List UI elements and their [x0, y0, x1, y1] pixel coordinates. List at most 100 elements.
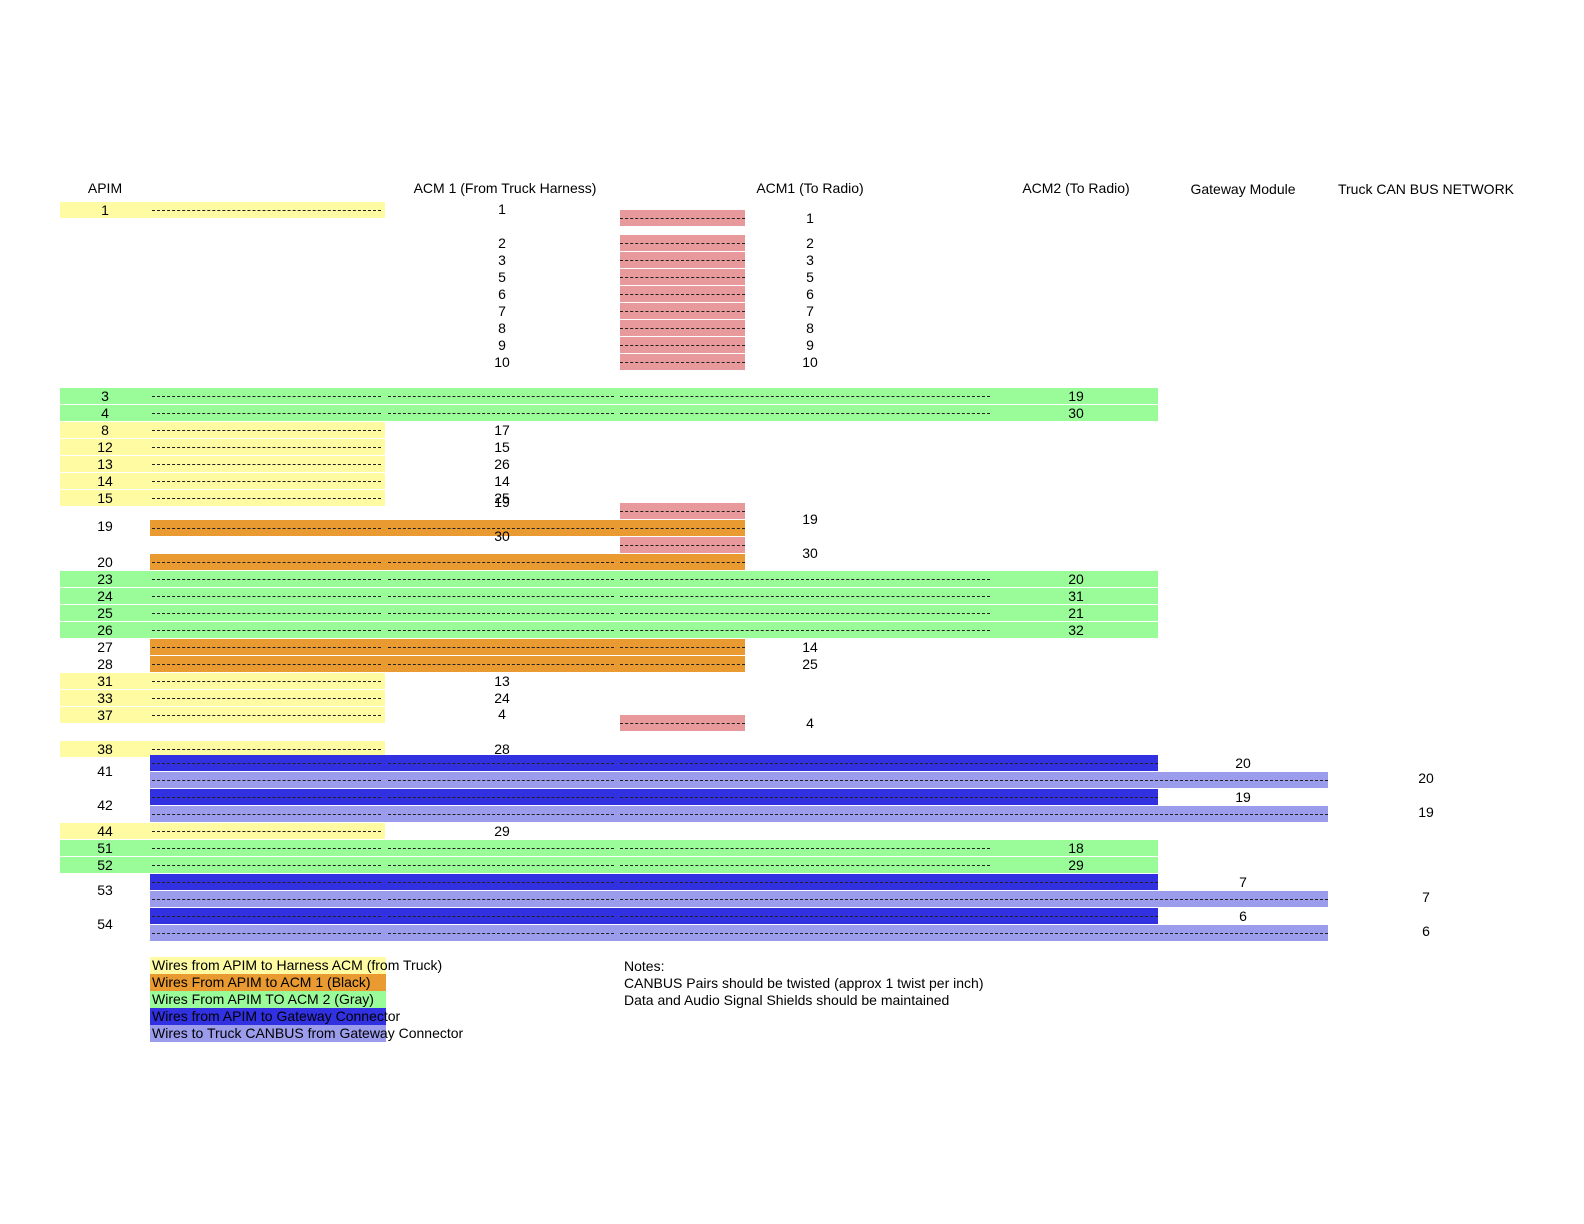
pin-apim: 54: [97, 916, 113, 932]
legend-label: Wires From APIM to ACM 1 (Black): [152, 974, 371, 990]
pin-acm1-harness: 17: [494, 422, 510, 438]
pin-apim: 3: [101, 388, 109, 404]
legend-label: Wires to Truck CANBUS from Gateway Conne…: [152, 1025, 464, 1041]
wire-dashed-line: [388, 763, 614, 764]
pin-acm1-radio: 9: [806, 337, 814, 353]
wire-dashed-line: [152, 797, 381, 798]
pin-acm1-radio: 19: [802, 511, 818, 527]
legend-swatch: [150, 1025, 386, 1042]
legend-swatch: [150, 991, 386, 1008]
wire-dashed-line: [152, 698, 381, 699]
wire-dashed-line: [152, 464, 381, 465]
wire-dashed-line: [620, 511, 745, 512]
pin-apim: 13: [97, 456, 113, 472]
wire-dashed-line: [152, 814, 381, 815]
wire-dashed-line: [388, 797, 614, 798]
wire-dashed-line: [620, 545, 745, 546]
pin-apim: 27: [97, 639, 113, 655]
pin-acm1-harness: 1: [498, 201, 506, 217]
pin-acm1-radio: 4: [806, 715, 814, 731]
pin-acm1-radio: 3: [806, 252, 814, 268]
wire-dashed-line: [388, 848, 614, 849]
pin-apim: 53: [97, 882, 113, 898]
wire-dashed-line: [620, 814, 1328, 815]
wire-dashed-line: [388, 865, 614, 866]
pin-acm1-harness: 5: [498, 269, 506, 285]
wire-dashed-line: [620, 664, 745, 665]
wire-dashed-line: [620, 630, 990, 631]
wire-dashed-line: [620, 797, 1158, 798]
header-acm1-harness: ACM 1 (From Truck Harness): [413, 180, 597, 196]
pin-truck-can: 6: [1422, 923, 1430, 939]
wire-dashed-line: [152, 899, 381, 900]
wire-dashed-line: [152, 916, 381, 917]
pin-apim: 19: [97, 518, 113, 534]
header-gateway-module: Gateway Module: [1190, 181, 1296, 197]
wire-dashed-line: [620, 763, 1158, 764]
pin-acm2-radio: 18: [1068, 840, 1084, 856]
wire-dashed-line: [152, 647, 381, 648]
pin-truck-can: 19: [1418, 804, 1434, 820]
wire-dashed-line: [152, 481, 381, 482]
pin-apim: 51: [97, 840, 113, 856]
wire-dashed-line: [152, 848, 381, 849]
pin-apim: 14: [97, 473, 113, 489]
legend-label: Wires From APIM TO ACM 2 (Gray): [152, 991, 374, 1007]
wire-dashed-line: [388, 630, 614, 631]
pin-acm2-radio: 20: [1068, 571, 1084, 587]
pin-acm1-harness: 7: [498, 303, 506, 319]
wire-dashed-line: [620, 579, 990, 580]
wire-dashed-line: [152, 715, 381, 716]
pin-acm1-harness: 19: [494, 494, 510, 510]
wire-dashed-line: [152, 447, 381, 448]
note-line-1: CANBUS Pairs should be twisted (approx 1…: [624, 975, 984, 991]
header-apim: APIM: [87, 180, 123, 196]
wire-dashed-line: [388, 899, 614, 900]
pin-acm1-harness: 30: [494, 528, 510, 544]
pin-acm1-radio: 10: [802, 354, 818, 370]
legend-swatch: [150, 1008, 386, 1025]
wire-dashed-line: [388, 579, 614, 580]
pin-gateway: 20: [1235, 755, 1251, 771]
wire-dashed-line: [152, 664, 381, 665]
wire-dashed-line: [152, 831, 381, 832]
pin-acm1-radio: 7: [806, 303, 814, 319]
pin-acm1-harness: 29: [494, 823, 510, 839]
wire-dashed-line: [152, 528, 381, 529]
wire-dashed-line: [152, 596, 381, 597]
pin-acm1-radio: 25: [802, 656, 818, 672]
header-acm1-radio: ACM1 (To Radio): [756, 180, 864, 196]
pin-acm1-harness: 4: [498, 706, 506, 722]
wire-dashed-line: [152, 882, 381, 883]
wire-dashed-line: [620, 723, 745, 724]
pin-acm1-radio: 2: [806, 235, 814, 251]
wire-dashed-line: [388, 528, 614, 529]
pin-apim: 37: [97, 707, 113, 723]
wire-dashed-line: [388, 647, 614, 648]
legend-swatch: [150, 957, 386, 974]
pin-acm1-harness: 25: [494, 490, 510, 506]
header-acm2-radio: ACM2 (To Radio): [1022, 180, 1130, 196]
pin-apim: 23: [97, 571, 113, 587]
pin-acm1-radio: 6: [806, 286, 814, 302]
wire-dashed-line: [620, 328, 745, 329]
pin-acm1-harness: 6: [498, 286, 506, 302]
wire-dashed-line: [152, 780, 381, 781]
wire-dashed-line: [152, 210, 381, 211]
pin-acm1-harness: 10: [494, 354, 510, 370]
wire-dashed-line: [620, 413, 990, 414]
pin-apim: 52: [97, 857, 113, 873]
wire-dashed-line: [620, 260, 745, 261]
pin-apim: 25: [97, 605, 113, 621]
wire-dashed-line: [152, 933, 381, 934]
wire-dashed-line: [620, 865, 990, 866]
wire-dashed-line: [388, 664, 614, 665]
wire-dashed-line: [152, 681, 381, 682]
pin-truck-can: 7: [1422, 889, 1430, 905]
wire-dashed-line: [152, 613, 381, 614]
wire-dashed-line: [620, 882, 1158, 883]
pin-acm2-radio: 31: [1068, 588, 1084, 604]
wire-dashed-line: [620, 345, 745, 346]
wire-dashed-line: [620, 243, 745, 244]
